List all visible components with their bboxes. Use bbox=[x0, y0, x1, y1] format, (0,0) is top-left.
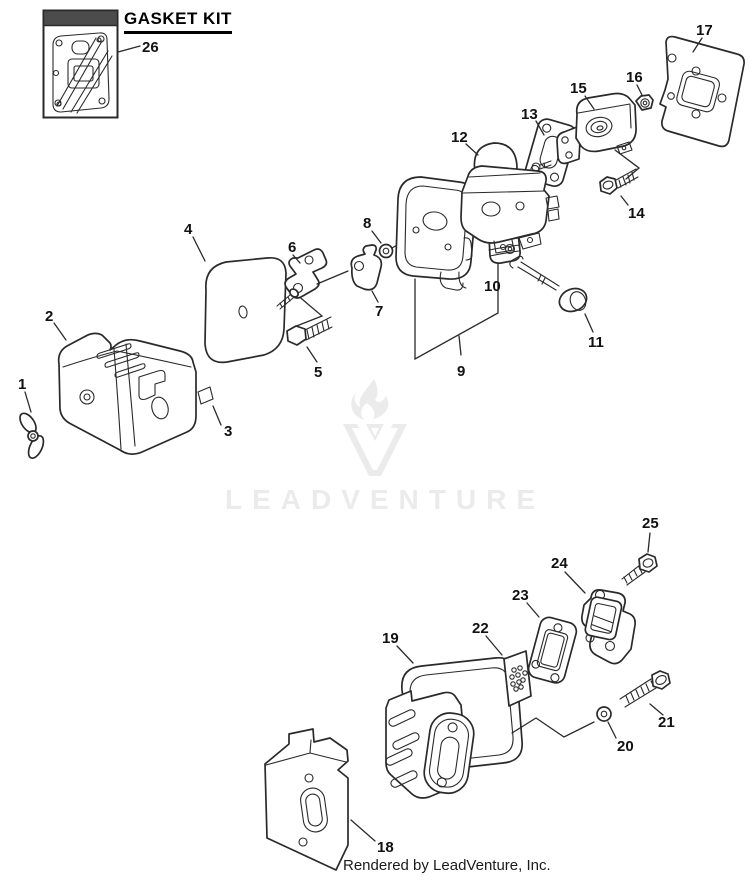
callout-18: 18 bbox=[377, 839, 394, 856]
part-heat-shield bbox=[264, 728, 376, 871]
part-exhaust-manifold bbox=[564, 571, 636, 665]
part-choke-lever bbox=[276, 248, 328, 310]
part-air-filter-element bbox=[192, 236, 287, 364]
callout-21: 21 bbox=[658, 714, 675, 731]
callout-20: 20 bbox=[617, 738, 634, 755]
part-bolt-25 bbox=[621, 532, 658, 586]
callout-4: 4 bbox=[184, 221, 193, 238]
gasket-kit-title: GASKET KIT bbox=[124, 9, 232, 34]
part-intake-adapter bbox=[556, 92, 641, 180]
callout-6: 6 bbox=[288, 239, 296, 256]
callout-9: 9 bbox=[457, 363, 465, 380]
part-muffler-gasket bbox=[526, 602, 578, 684]
callout-10: 10 bbox=[484, 278, 501, 295]
part-wing-nut bbox=[19, 391, 45, 460]
part-muffler bbox=[385, 645, 595, 799]
callout-23: 23 bbox=[512, 587, 529, 604]
callout-24: 24 bbox=[551, 555, 568, 572]
callout-7: 7 bbox=[375, 303, 383, 320]
part-nut bbox=[635, 84, 654, 111]
callout-5: 5 bbox=[314, 364, 322, 381]
callout-19: 19 bbox=[382, 630, 399, 647]
part-spark-screen bbox=[485, 635, 532, 707]
callout-8: 8 bbox=[363, 215, 371, 232]
callout-14: 14 bbox=[628, 205, 645, 222]
part-air-filter-base bbox=[395, 176, 499, 361]
part-choke-rod bbox=[509, 255, 594, 333]
callout-17: 17 bbox=[696, 22, 713, 39]
part-cover-clip bbox=[197, 386, 222, 426]
part-bolt-21 bbox=[619, 670, 671, 716]
part-backplate-gasket bbox=[659, 35, 745, 148]
callout-22: 22 bbox=[472, 620, 489, 637]
part-bolt-14 bbox=[599, 168, 639, 206]
callout-26: 26 bbox=[142, 39, 159, 56]
callout-1: 1 bbox=[18, 376, 26, 393]
part-carburetor bbox=[460, 142, 560, 254]
callout-15: 15 bbox=[570, 80, 587, 97]
callout-3: 3 bbox=[224, 423, 232, 440]
footer-credit: Rendered by LeadVenture, Inc. bbox=[343, 857, 551, 874]
part-air-filter-cover bbox=[53, 322, 197, 455]
gasket-kit-box bbox=[42, 9, 141, 119]
part-choke-plate bbox=[316, 244, 383, 303]
part-bolt-5 bbox=[286, 293, 333, 363]
callout-25: 25 bbox=[642, 515, 659, 532]
callout-16: 16 bbox=[626, 69, 643, 86]
part-washer-20 bbox=[596, 706, 617, 739]
callout-12: 12 bbox=[451, 129, 468, 146]
callout-2: 2 bbox=[45, 308, 53, 325]
callout-13: 13 bbox=[521, 106, 538, 123]
callout-11: 11 bbox=[588, 334, 604, 351]
